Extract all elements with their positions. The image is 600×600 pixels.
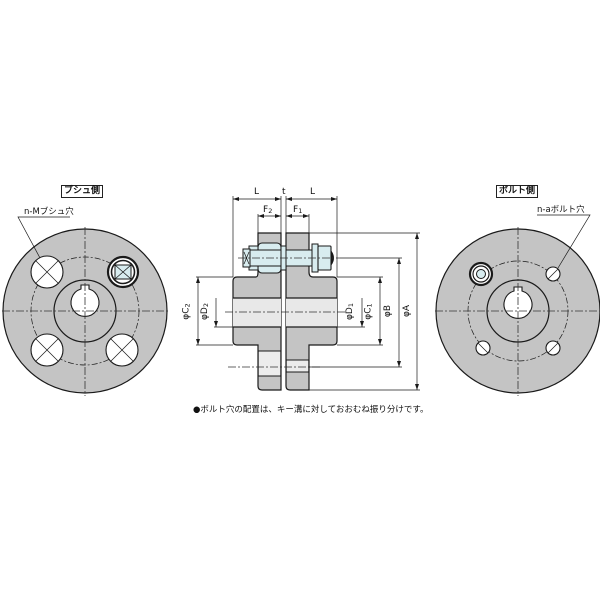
dim-f1-label: F [293, 205, 299, 215]
bolt-hole-callout: n-aボルト穴 [537, 205, 585, 215]
bush-hole [30, 255, 64, 289]
dim-l-left: L [254, 187, 260, 197]
dim-c2-label: φC [181, 307, 192, 320]
dim-b: φB [383, 304, 394, 318]
bush-hole [30, 333, 64, 367]
bolt-hole [545, 340, 561, 356]
dim-c2-sub: 2 [183, 303, 192, 308]
bolt-side-view [435, 214, 600, 396]
dim-d2: φD2 [200, 303, 211, 320]
dim-c1-sub: 1 [365, 303, 374, 308]
coupling-side-view [196, 196, 420, 391]
bush-side-title: ブシュ側 [61, 185, 104, 198]
dim-t: t [282, 187, 286, 197]
dim-a: φA [402, 304, 413, 318]
dim-d1-label: φD [345, 307, 356, 321]
dim-d1-sub: 1 [347, 302, 356, 308]
bolt-hole [475, 340, 491, 356]
dim-d1: φD1 [345, 303, 356, 320]
dim-d2-sub: 2 [202, 302, 211, 308]
dim-f1: F1 [293, 205, 302, 216]
dim-d2-label: φD [200, 307, 211, 321]
dim-f2-sub: 2 [268, 207, 273, 215]
bush-side-view [2, 216, 170, 396]
bolt-hole-arrangement-note: ●ボルト穴の配置は、キー溝に対しておおむね振り分けです。 [193, 405, 429, 415]
bush-hole-callout: n-Mブシュ穴 [24, 207, 74, 217]
dim-f2: F2 [263, 205, 272, 216]
dim-c1: φC1 [364, 303, 375, 319]
dim-c1-label: φC [363, 307, 374, 320]
dim-l-right: L [310, 187, 316, 197]
installed-nut [468, 261, 494, 287]
bolt-side-title: ボルト側 [496, 185, 539, 198]
dim-c2: φC2 [182, 303, 193, 319]
installed-bush [106, 255, 140, 289]
bolt-hole [545, 266, 561, 282]
bush-hole [105, 333, 139, 367]
dim-f1-sub: 1 [298, 207, 303, 215]
dim-f2-label: F [263, 205, 269, 215]
